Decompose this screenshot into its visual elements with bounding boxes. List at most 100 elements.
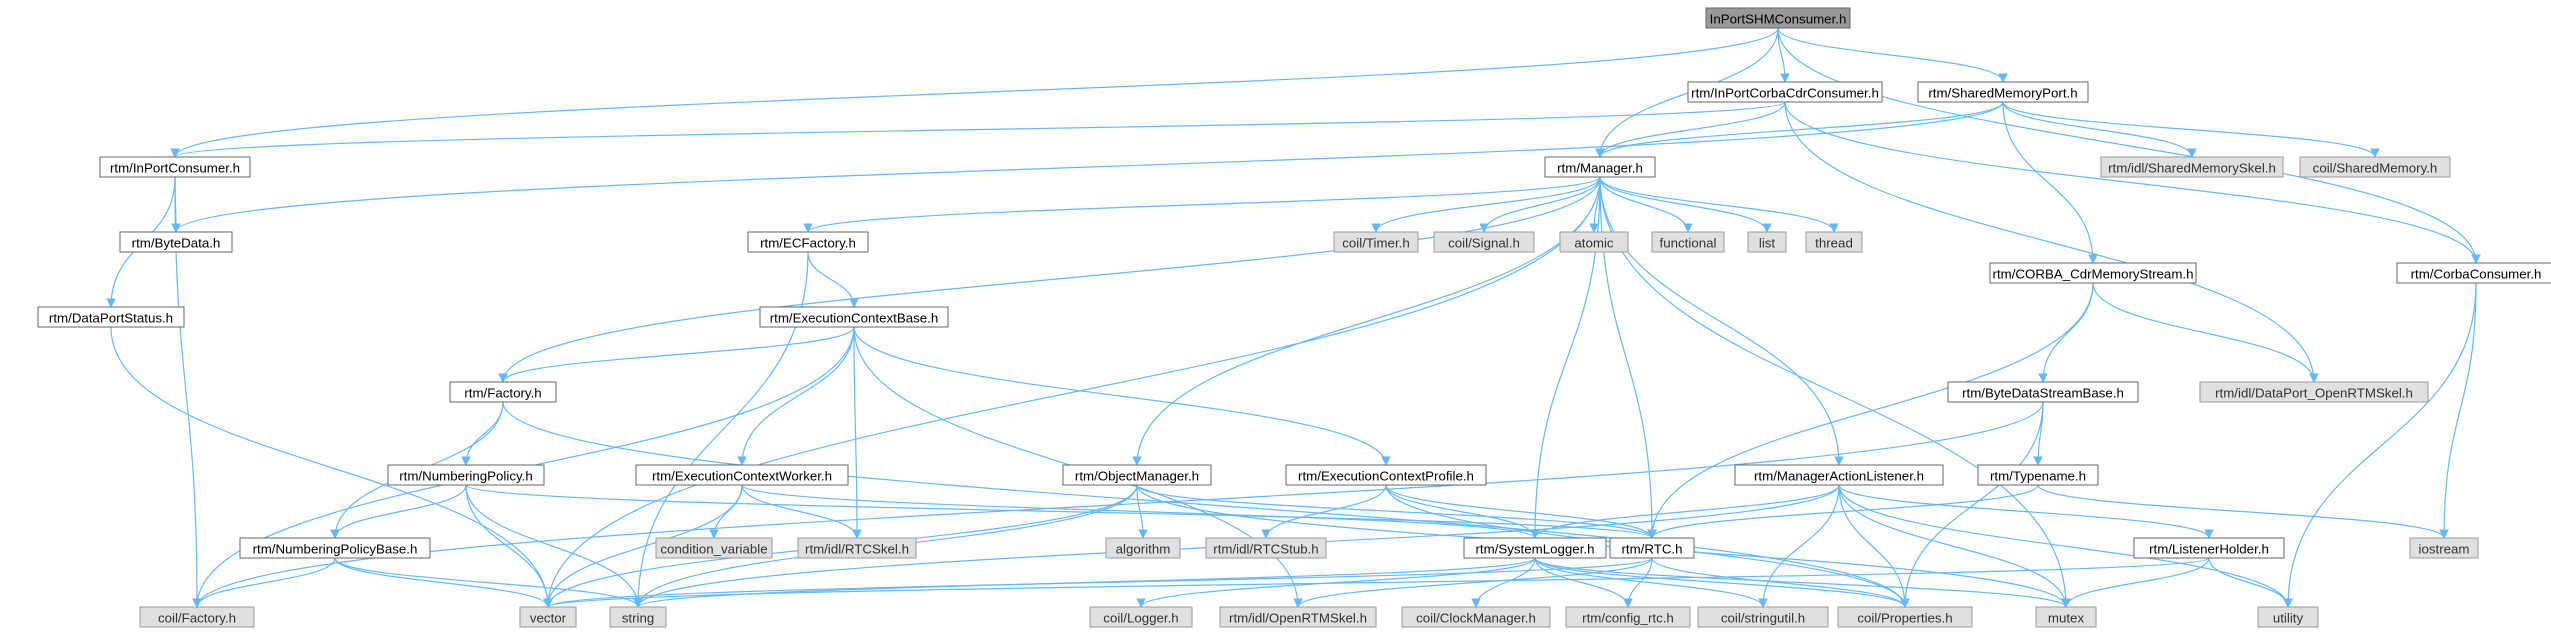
file-node-box (139, 606, 255, 628)
dependency-edge-ecworker-to-systemlogger (741, 484, 1540, 539)
file-node-numberingpolicybase[interactable]: rtm/NumberingPolicyBase.h (239, 537, 431, 559)
file-node-ecworker[interactable]: rtm/ExecutionContextWorker.h (635, 464, 849, 486)
dependency-edge-malistener-to-stringutil (1758, 484, 1840, 608)
file-node-typename[interactable]: rtm/Typename.h (1977, 464, 2099, 486)
file-node-label: algorithm (1116, 542, 1171, 557)
file-node-list: list (1747, 231, 1787, 253)
file-node-box (1062, 464, 1212, 486)
dependency-edge-shmport-to-manager (1595, 101, 2004, 158)
file-node-inportconsumer[interactable]: rtm/InPortConsumer.h (99, 156, 251, 178)
file-node-thread: thread (1805, 231, 1863, 253)
dependency-edge-ecbase-to-rtcskel (852, 326, 862, 539)
dependency-edge-ecprofile-to-rtcstub (1261, 484, 1387, 539)
dependency-edge-corbacdrstream-to-bytedatastreambase (2038, 282, 2094, 383)
file-node-box (119, 231, 233, 253)
file-node-rtc[interactable]: rtm/RTC.h (1609, 537, 1695, 559)
file-node-objectmanager[interactable]: rtm/ObjectManager.h (1062, 464, 1212, 486)
file-node-inportcorbacdr[interactable]: rtm/InPortCorbaCdrConsumer.h (1687, 81, 1883, 103)
file-node-vector: vector (519, 606, 577, 628)
file-node-label: rtm/config_rtc.h (1582, 611, 1674, 626)
dependency-edge-factory-to-numberingpolicy (461, 401, 504, 466)
file-node-label: rtm/Manager.h (1557, 161, 1643, 176)
file-node-bytedata[interactable]: rtm/ByteData.h (119, 231, 233, 253)
dependency-edge-ecprofile-to-rtc (1385, 484, 1657, 539)
file-node-ecfactory[interactable]: rtm/ECFactory.h (747, 231, 869, 253)
file-node-box (2100, 156, 2284, 178)
file-node-numberingpolicy[interactable]: rtm/NumberingPolicy.h (387, 464, 545, 486)
file-node-rtcskel: rtm/idl/RTCSkel.h (797, 537, 917, 559)
file-node-timer: coil/Timer.h (1333, 231, 1419, 253)
file-node-box (1463, 537, 1607, 559)
file-node-systemlogger[interactable]: rtm/SystemLogger.h (1463, 537, 1607, 559)
file-node-condvar: condition_variable (655, 537, 773, 559)
file-node-bytedatastreambase[interactable]: rtm/ByteDataStreamBase.h (1947, 381, 2139, 403)
file-node-label: rtm/CorbaConsumer.h (2411, 267, 2542, 282)
file-node-ecprofile[interactable]: rtm/ExecutionContextProfile.h (1285, 464, 1487, 486)
file-node-label: functional (1660, 236, 1717, 251)
dependency-edge-ecprofile-to-systemlogger (1385, 484, 1540, 539)
file-node-box (2396, 262, 2551, 284)
file-node-label: condition_variable (660, 542, 767, 557)
file-node-box (797, 537, 917, 559)
file-node-box (655, 537, 773, 559)
file-node-label: rtm/ManagerActionListener.h (1754, 469, 1924, 484)
file-node-algorithm: algorithm (1105, 537, 1181, 559)
file-node-label: coil/SharedMemory.h (2313, 161, 2438, 176)
dependency-edge-ecworker-to-vector (543, 484, 743, 608)
file-node-label: string (622, 611, 655, 626)
dependency-edge-listenerholder-to-vector (543, 557, 2210, 608)
file-node-box (2409, 537, 2479, 559)
dependency-edge-numberingpolicy-to-vector (465, 484, 553, 608)
file-node-properties: coil/Properties.h (1837, 606, 1973, 628)
file-node-label: coil/Timer.h (1342, 236, 1409, 251)
file-node-stringutil: coil/stringutil.h (1697, 606, 1829, 628)
file-node-box (2299, 156, 2451, 178)
dependency-edge-rtc-to-vector (543, 557, 1653, 608)
file-node-dataportstatus[interactable]: rtm/DataPortStatus.h (37, 306, 185, 328)
file-node-corbaconsumer[interactable]: rtm/CorbaConsumer.h (2396, 262, 2551, 284)
file-node-shmport[interactable]: rtm/SharedMemoryPort.h (1917, 81, 2089, 103)
dependency-edge-systemlogger-to-stringutil (1534, 557, 1768, 608)
file-node-box (1219, 606, 1377, 628)
dependency-edge-ecfactory-to-ecbase (807, 251, 859, 308)
file-node-label: rtm/idl/RTCStub.h (1213, 542, 1318, 557)
file-node-malistener[interactable]: rtm/ManagerActionListener.h (1734, 464, 1944, 486)
dependency-edge-manager-to-mutex (1599, 176, 2071, 608)
file-node-box (1089, 606, 1193, 628)
file-node-box (519, 606, 577, 628)
file-node-atomic: atomic (1559, 231, 1629, 253)
dependency-edge-manager-to-rtc (1599, 176, 1657, 539)
file-node-factory[interactable]: rtm/Factory.h (449, 381, 557, 403)
file-node-box (1205, 537, 1327, 559)
file-node-coilfactory: coil/Factory.h (139, 606, 255, 628)
file-node-corbacdrstream[interactable]: rtm/CORBA_CdrMemoryStream.h (1989, 262, 2197, 284)
file-node-listenerholder[interactable]: rtm/ListenerHolder.h (2133, 537, 2285, 559)
dependency-edge-typename-to-iostream (2037, 484, 2449, 539)
dependency-edge-manager-to-factory (498, 176, 1601, 383)
dependency-edge-inportshm-to-corbaconsumer (1777, 27, 2481, 264)
dependency-edge-dataportstatus-to-vector (110, 326, 553, 608)
file-node-label: rtm/Typename.h (1990, 469, 2086, 484)
dependency-edge-inportconsumer-to-coilfactory (174, 176, 202, 608)
file-node-box (1609, 537, 1695, 559)
file-node-label: list (1759, 236, 1776, 251)
dependency-edge-objectmanager-to-algorithm (1136, 484, 1148, 539)
dependency-edge-ecworker-to-rtcskel (741, 484, 862, 539)
file-node-label: rtm/DataPortStatus.h (49, 311, 173, 326)
dependency-edge-factory-to-properties (502, 401, 1910, 608)
file-node-label: utility (2273, 611, 2304, 626)
file-node-manager[interactable]: rtm/Manager.h (1544, 156, 1656, 178)
file-node-label: rtm/ExecutionContextProfile.h (1298, 469, 1474, 484)
file-node-label: rtm/ObjectManager.h (1075, 469, 1199, 484)
file-node-label: rtm/RTC.h (1621, 542, 1682, 557)
dependency-edge-malistener-to-listenerholder (1838, 484, 2214, 539)
file-node-label: coil/stringutil.h (1721, 611, 1805, 626)
file-node-ecbase[interactable]: rtm/ExecutionContextBase.h (759, 306, 949, 328)
file-node-box (2133, 537, 2285, 559)
dependency-edge-manager-to-objectmanager (1132, 176, 1601, 466)
file-node-box (1734, 464, 1944, 486)
file-node-box (609, 606, 667, 628)
file-node-box (1977, 464, 2099, 486)
file-node-functional: functional (1651, 231, 1725, 253)
file-node-label: atomic (1574, 236, 1614, 251)
